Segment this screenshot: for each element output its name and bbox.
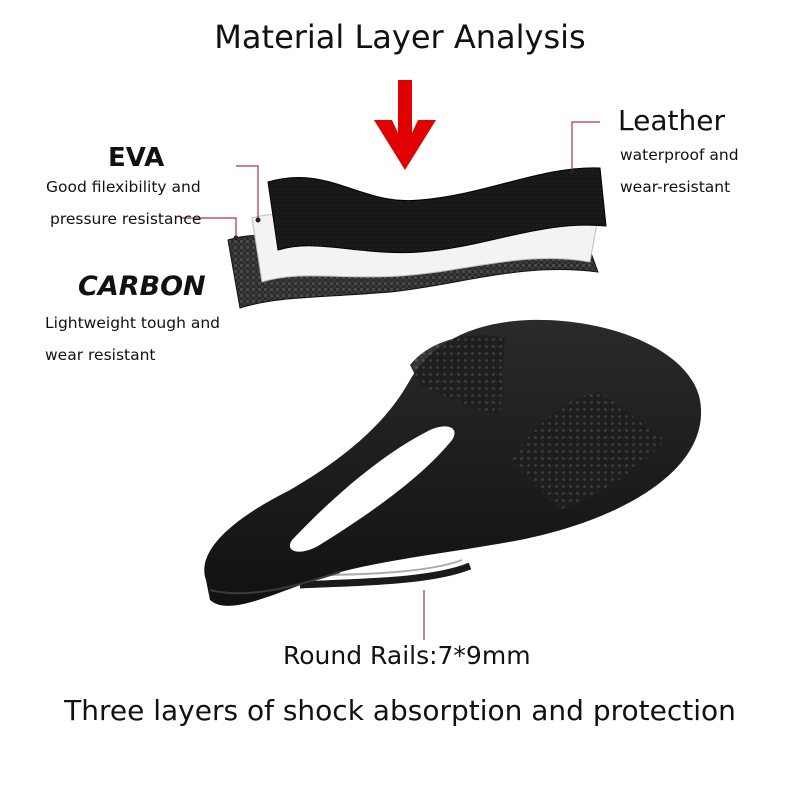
- saddle-image: [204, 319, 702, 606]
- carbon-title: CARBON: [78, 271, 206, 302]
- leather-layer: [267, 167, 607, 254]
- bottom-caption: Three layers of shock absorption and pro…: [64, 694, 736, 727]
- carbon-description-line2: wear resistant: [45, 346, 156, 364]
- carbon-description-line1: Lightweight tough and: [45, 314, 221, 332]
- eva-description-line2: pressure resistance: [50, 210, 202, 228]
- leather-description-line1: waterproof and: [620, 146, 739, 164]
- leather-leader-line: [571, 121, 600, 172]
- eva-description-line1: Good filexibility and: [46, 178, 201, 196]
- carbon-leader-line: [180, 217, 237, 236]
- eva-title: EVA: [108, 143, 165, 173]
- down-arrow-icon: [374, 80, 436, 170]
- leather-title: Leather: [618, 104, 725, 137]
- saddle-cutout: [289, 426, 455, 552]
- rails-label: Round Rails:7*9mm: [283, 641, 531, 670]
- saddle-rail: [299, 562, 472, 589]
- eva-leader-line: [236, 165, 259, 220]
- page-title: Material Layer Analysis: [214, 18, 586, 56]
- leather-description-line2: wear-resistant: [620, 178, 731, 196]
